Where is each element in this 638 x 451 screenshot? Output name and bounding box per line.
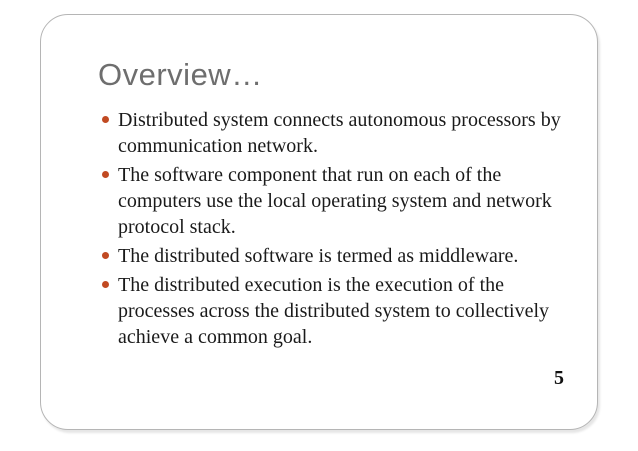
bullet-item: The software component that run on each …	[102, 162, 588, 240]
bullet-dot-icon	[102, 252, 109, 259]
bullet-text: The software component that run on each …	[118, 164, 552, 238]
bullet-dot-icon	[102, 281, 109, 288]
bullet-dot-icon	[102, 171, 109, 178]
slide-title: Overview…	[98, 57, 263, 92]
bullet-item: The distributed software is termed as mi…	[102, 243, 588, 269]
bullet-item: The distributed execution is the executi…	[102, 272, 588, 350]
page-number: 5	[554, 367, 564, 389]
bullet-list: Distributed system connects autonomous p…	[102, 107, 588, 353]
bullet-text: Distributed system connects autonomous p…	[118, 109, 561, 157]
bullet-text: The distributed execution is the executi…	[118, 274, 550, 348]
slide: Overview… Distributed system connects au…	[40, 14, 598, 430]
bullet-dot-icon	[102, 116, 109, 123]
bullet-item: Distributed system connects autonomous p…	[102, 107, 588, 159]
bullet-text: The distributed software is termed as mi…	[118, 245, 519, 267]
